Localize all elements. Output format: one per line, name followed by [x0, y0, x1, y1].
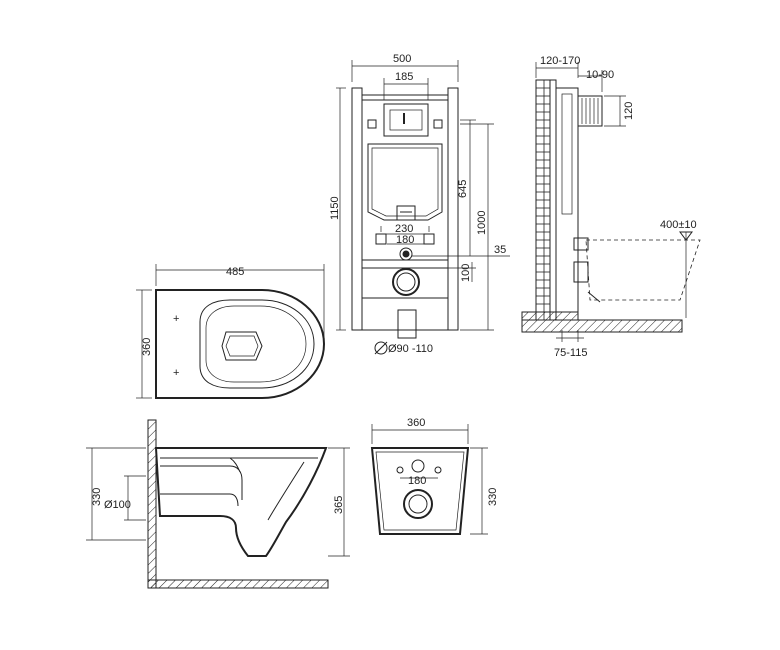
- dim-wall-depth: 120-170: [540, 55, 580, 67]
- floor: [521, 319, 683, 333]
- dim-inlet-offset: 35: [494, 244, 506, 256]
- water-inlet: [577, 95, 603, 127]
- bowl-outline: [585, 239, 701, 301]
- dim-cistern-height: 645: [457, 180, 469, 198]
- bowl-outer-rim: [155, 289, 326, 399]
- dim-pipe-diameter: Ø100: [104, 499, 131, 511]
- svg-text:+: +: [173, 313, 179, 325]
- dim-inlet-spacing: 180: [396, 234, 414, 246]
- floor: [147, 579, 329, 589]
- dim-upper-height: 1000: [476, 211, 488, 235]
- cistern: [367, 143, 443, 221]
- frame-front-view: 500 185 1150 645 1000 230 180 35 100: [329, 53, 510, 355]
- dim-back-bolt-spacing: 180: [408, 475, 426, 487]
- installation-side-view: 120-170 10-90 120 400±10 75-115: [521, 55, 701, 359]
- outlet-hole: [403, 489, 433, 519]
- dim-total-height: 365: [333, 496, 345, 514]
- dim-bowl-height: 400±10: [660, 219, 697, 231]
- bowl-back-view: 180 360 330: [370, 417, 499, 535]
- frame-left-post: [351, 87, 363, 331]
- dim-frame-width: 500: [393, 53, 411, 65]
- bowl-back-outline: [370, 447, 470, 535]
- dim-outlet-height: 100: [460, 264, 472, 282]
- dim-bowl-width: 360: [141, 338, 153, 356]
- dim-pipe-height: 120: [623, 102, 635, 120]
- dim-bowl-length: 485: [226, 266, 244, 278]
- bowl-body: [154, 447, 328, 557]
- dim-frame-height: 1150: [329, 196, 341, 220]
- svg-text:+: +: [173, 367, 179, 379]
- dim-back-width: 360: [407, 417, 425, 429]
- frame-side: [555, 87, 579, 321]
- bowl-top-view: + + 485 360: [136, 264, 326, 399]
- drain-pipe: [397, 309, 417, 339]
- dim-side-height: 330: [91, 488, 103, 506]
- frame-right-post: [447, 87, 459, 331]
- outlet-pipe: [392, 268, 420, 296]
- bowl-side-view: 330 Ø100 365: [86, 419, 350, 589]
- dim-back-height: 330: [487, 488, 499, 506]
- dim-bolt-spacing: 230: [395, 223, 413, 235]
- flush-plate: [383, 103, 429, 137]
- brick-wall: [535, 79, 551, 321]
- dim-drain-diameter: Ø90 -110: [388, 343, 433, 355]
- dim-pipe-depth: 10-90: [586, 69, 614, 81]
- dim-flush-plate-width: 185: [395, 71, 413, 83]
- bowl-outlet: [221, 331, 263, 361]
- wall: [147, 419, 157, 589]
- dim-floor-offset: 75-115: [554, 347, 587, 359]
